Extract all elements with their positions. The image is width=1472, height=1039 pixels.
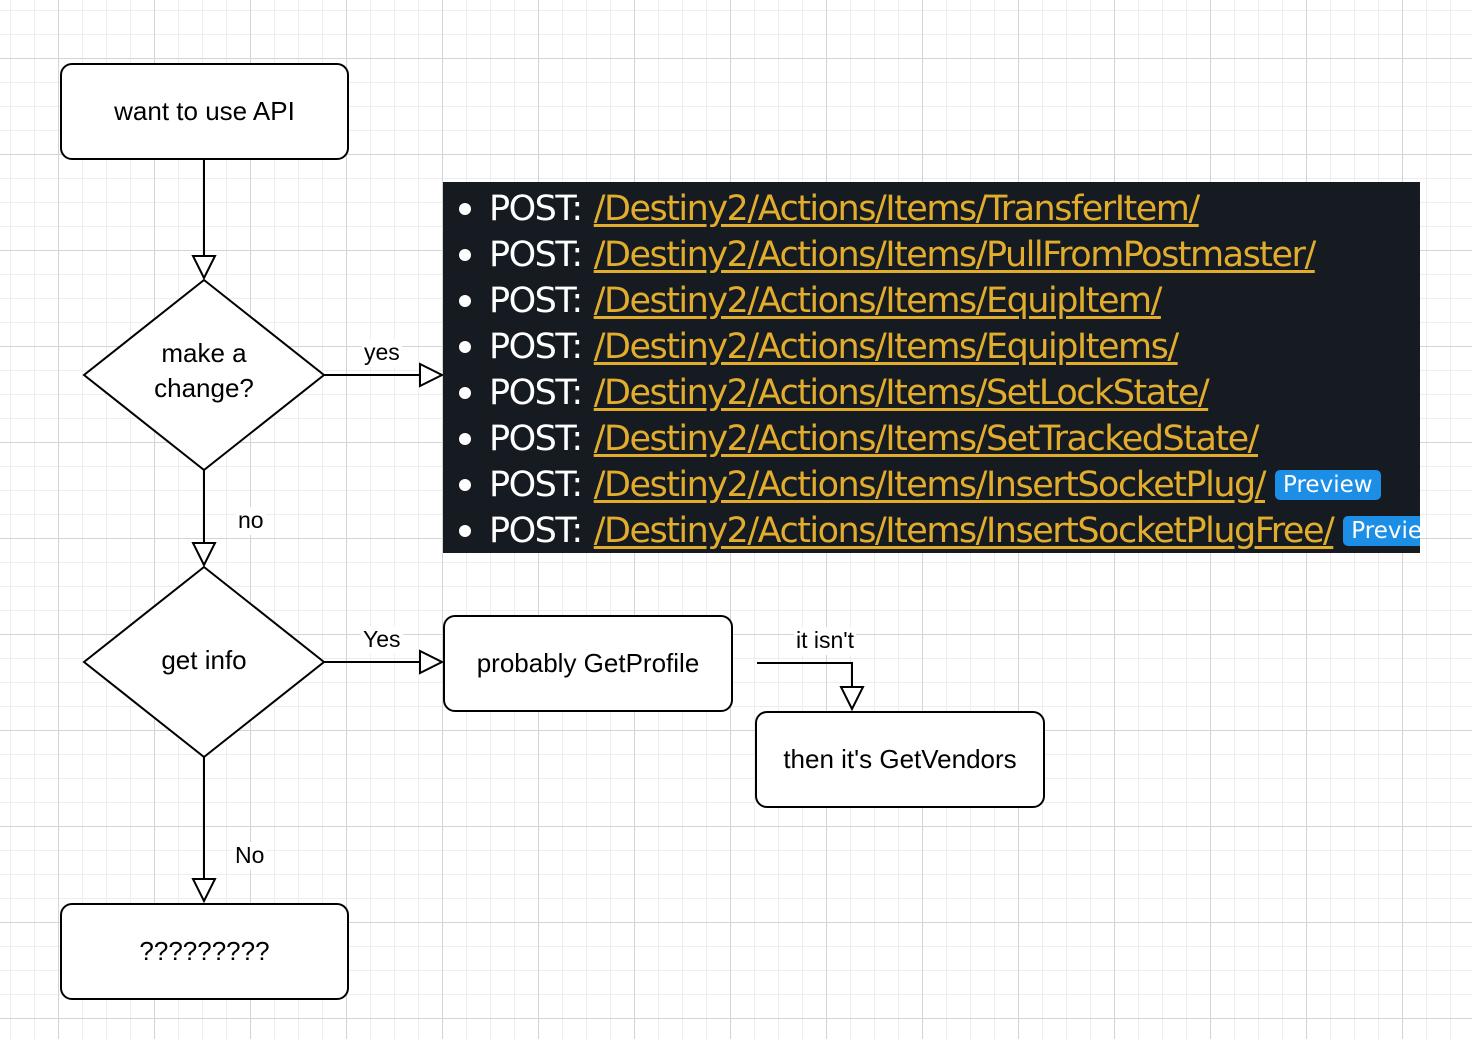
http-method: POST: <box>489 281 583 321</box>
bullet-icon <box>459 203 471 215</box>
api-endpoint-item: POST:/Destiny2/Actions/Items/SetLockStat… <box>443 370 1420 416</box>
arrowhead <box>839 686 865 712</box>
http-method: POST: <box>489 327 583 367</box>
endpoint-link[interactable]: /Destiny2/Actions/Items/SetLockState/ <box>593 373 1210 413</box>
api-endpoint-item: POST:/Destiny2/Actions/Items/PullFromPos… <box>443 232 1420 278</box>
get-profile-node[interactable]: probably GetProfile <box>443 615 733 712</box>
edge-label-info-no: No <box>233 842 267 870</box>
edge-label-change-no: no <box>236 507 266 535</box>
bullet-icon <box>459 525 471 537</box>
start-node-label: want to use API <box>114 96 295 126</box>
bullet-icon <box>459 433 471 445</box>
endpoint-link[interactable]: /Destiny2/Actions/Items/TransferItem/ <box>593 189 1200 229</box>
preview-badge: Preview <box>1343 516 1420 546</box>
unknown-node-label: ????????? <box>139 936 270 966</box>
start-node[interactable]: want to use API <box>60 63 349 160</box>
arrowhead <box>191 542 217 568</box>
api-endpoint-item: POST:/Destiny2/Actions/Items/InsertSocke… <box>443 462 1420 508</box>
http-method: POST: <box>489 373 583 413</box>
arrowhead <box>419 649 445 675</box>
endpoint-link[interactable]: /Destiny2/Actions/Items/EquipItems/ <box>593 327 1179 367</box>
bullet-icon <box>459 295 471 307</box>
arrowhead <box>191 255 217 281</box>
bullet-icon <box>459 387 471 399</box>
api-endpoint-item: POST:/Destiny2/Actions/Items/TransferIte… <box>443 186 1420 232</box>
get-profile-node-label: probably GetProfile <box>476 648 700 678</box>
bullet-icon <box>459 341 471 353</box>
bullet-icon <box>459 249 471 261</box>
endpoint-link[interactable]: /Destiny2/Actions/Items/InsertSocketPlug… <box>593 465 1267 505</box>
arrowhead <box>191 878 217 904</box>
endpoint-link[interactable]: /Destiny2/Actions/Items/InsertSocketPlug… <box>593 511 1335 551</box>
http-method: POST: <box>489 419 583 459</box>
api-endpoint-item: POST:/Destiny2/Actions/Items/EquipItems/ <box>443 324 1420 370</box>
arrowhead <box>419 362 445 388</box>
edge-label-info-yes: Yes <box>361 626 403 654</box>
get-vendors-node-label: then it's GetVendors <box>783 744 1017 774</box>
http-method: POST: <box>489 511 583 551</box>
api-endpoint-item: POST:/Destiny2/Actions/Items/SetTrackedS… <box>443 416 1420 462</box>
api-endpoint-list-panel: POST:/Destiny2/Actions/Items/TransferIte… <box>443 182 1420 553</box>
unknown-node[interactable]: ????????? <box>60 903 349 1000</box>
edge-label-change-yes: yes <box>362 339 402 367</box>
bullet-icon <box>459 479 471 491</box>
preview-badge: Preview <box>1275 470 1381 500</box>
http-method: POST: <box>489 235 583 275</box>
http-method: POST: <box>489 189 583 229</box>
endpoint-link[interactable]: /Destiny2/Actions/Items/PullFromPostmast… <box>593 235 1317 275</box>
api-endpoint-item: POST:/Destiny2/Actions/Items/InsertSocke… <box>443 508 1420 553</box>
edge-profile-fail <box>757 662 853 687</box>
decision-change-label: make a change? <box>154 338 254 404</box>
get-vendors-node[interactable]: then it's GetVendors <box>755 711 1045 808</box>
http-method: POST: <box>489 465 583 505</box>
api-endpoint-list: POST:/Destiny2/Actions/Items/TransferIte… <box>443 182 1420 553</box>
edge-label-profile-fail: it isn't <box>794 627 857 655</box>
endpoint-link[interactable]: /Destiny2/Actions/Items/EquipItem/ <box>593 281 1163 321</box>
api-endpoint-item: POST:/Destiny2/Actions/Items/EquipItem/ <box>443 278 1420 324</box>
decision-info-label: get info <box>161 645 247 675</box>
endpoint-link[interactable]: /Destiny2/Actions/Items/SetTrackedState/ <box>593 419 1260 459</box>
